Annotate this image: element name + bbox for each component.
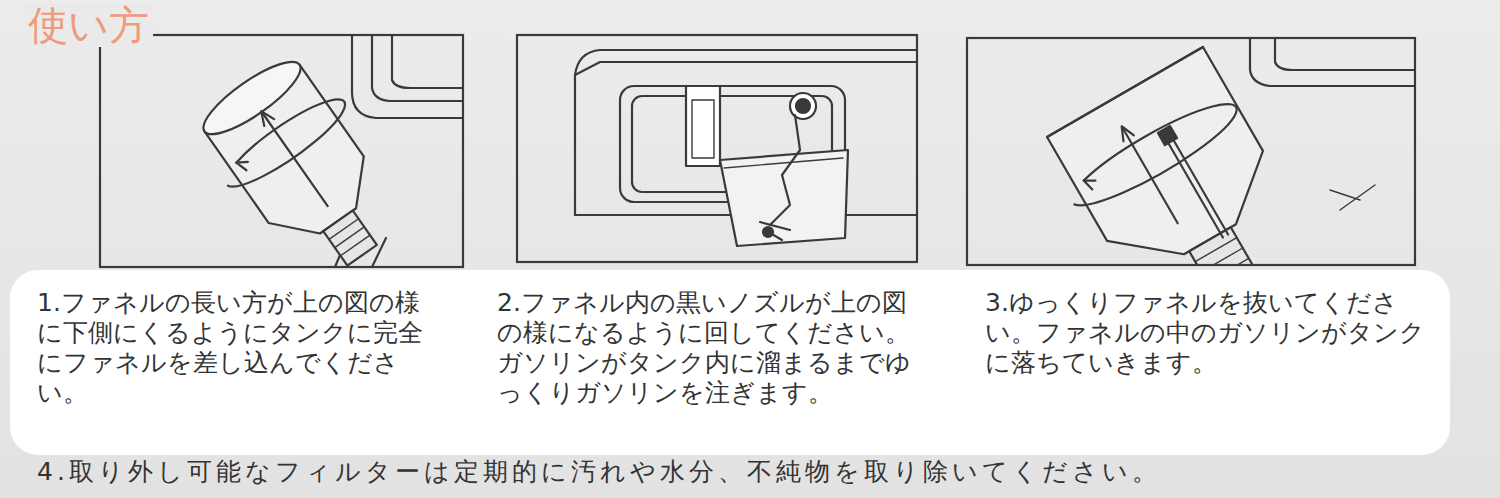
line-art [1116, 123, 1133, 141]
line-art [763, 227, 773, 237]
instruction-panel: 1.ファネルの長い方が上の図の様に下側にくるようにタンクに完全にファネルを差し込… [10, 270, 1450, 455]
line-art [1275, 38, 1415, 70]
line-art [392, 35, 463, 88]
line-art [1047, 47, 1203, 137]
line-art [790, 93, 816, 119]
line-art [372, 35, 463, 101]
line-art [720, 150, 848, 246]
line-art [692, 100, 714, 158]
line-art [724, 158, 843, 168]
title-holder: 使い方 [24, 3, 153, 47]
step-text: 1.ファネルの長い方が上の図の様に下側にくるようにタンクに完全にファネルを差し込… [37, 288, 437, 408]
line-art [1063, 90, 1246, 219]
line-art [760, 222, 790, 240]
line-art [236, 157, 251, 173]
line-art [796, 99, 810, 113]
panel-frame [100, 35, 463, 267]
line-art [575, 62, 917, 75]
step-text: 3.ゆっくりファネルを抜いてください。ファネルの中のガソリンがタンクに落ちていき… [985, 288, 1425, 378]
line-art [1047, 47, 1288, 265]
line-art [329, 219, 370, 256]
step1-figure [185, 35, 463, 267]
line-art [256, 108, 274, 126]
line-art [217, 88, 354, 198]
line-art [1250, 38, 1415, 86]
line-art [262, 113, 327, 206]
line-art [1195, 238, 1249, 265]
panel-frame [967, 38, 1415, 265]
line-art [323, 211, 377, 266]
line-art [1038, 47, 1310, 265]
step2-figure [575, 50, 917, 246]
line-art [185, 42, 422, 267]
line-art [686, 86, 720, 166]
sheet-title: 使い方 [24, 3, 153, 47]
line-art [352, 35, 463, 118]
line-art [770, 115, 800, 225]
note-holder: 4.取り外し可能なフィルターは定期的に汚れや水分、不純物を取り除いてください。 [37, 457, 1480, 487]
line-art [1084, 175, 1099, 190]
step-text: 2.ファネル内の黒いノズルが上の図の様になるように回してください。ガソリンがタン… [497, 288, 927, 408]
line-art [1330, 185, 1375, 210]
panel-frame [517, 35, 917, 262]
step3-figure [1038, 38, 1415, 265]
line-art [195, 51, 310, 145]
note-text: 4.取り外し可能なフィルターは定期的に汚れや水分、不純物を取り除いてください。 [37, 457, 1480, 487]
